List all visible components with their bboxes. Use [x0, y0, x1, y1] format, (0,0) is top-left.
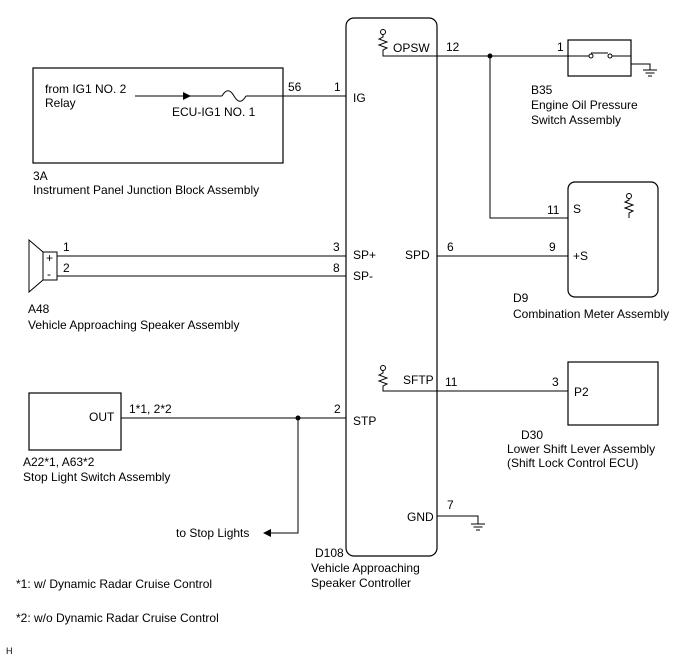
- speaker-pin-plus: 1: [63, 240, 70, 254]
- footnote-2: *2: w/o Dynamic Radar Cruise Control: [16, 611, 219, 625]
- junction-block-box: [32, 67, 284, 164]
- meter-pin-s: 11: [547, 203, 560, 217]
- speaker-plus-sign: +: [46, 251, 53, 265]
- shift-lever-box: [567, 361, 659, 426]
- oil-switch-name-line1: Engine Oil Pressure: [531, 98, 638, 112]
- wire-to-stop-lights: [263, 418, 299, 537]
- junction-source-line1: from IG1 NO. 2: [45, 82, 127, 96]
- pullup-resistor-icon: [377, 29, 437, 57]
- controller-box: [345, 17, 438, 557]
- terminal-stp: STP: [353, 414, 376, 428]
- fuse-icon: [190, 90, 346, 102]
- pullup-resistor-icon: [623, 193, 635, 218]
- footnote-1: *1: w/ Dynamic Radar Cruise Control: [16, 577, 212, 591]
- wire-gnd: [437, 515, 479, 524]
- controller-pin-ig: 1: [334, 80, 341, 94]
- controller-pin-spd: 6: [447, 240, 454, 254]
- controller-pin-sp-plus: 3: [333, 240, 340, 254]
- terminal-opsw: OPSW: [393, 41, 430, 55]
- stop-switch-terminal: OUT: [89, 410, 115, 424]
- controller-name-line2: Speaker Controller: [311, 576, 411, 590]
- terminal-sftp: SFTP: [403, 373, 434, 387]
- ground-icon: [631, 63, 657, 77]
- controller-pin-sp-minus: 8: [333, 261, 340, 275]
- corner-label: H: [6, 646, 13, 656]
- shift-lever-name-line1: Lower Shift Lever Assembly: [507, 442, 655, 456]
- terminal-spd: SPD: [405, 248, 430, 262]
- ground-icon: [471, 523, 485, 531]
- speaker-code: A48: [28, 302, 50, 316]
- oil-switch-name-line2: Switch Assembly: [531, 113, 621, 127]
- shift-lever-name-line2: (Shift Lock Control ECU): [507, 456, 638, 470]
- meter-code: D9: [513, 291, 529, 305]
- pressure-switch-icon: [568, 52, 631, 59]
- stop-light-switch-box: [28, 392, 122, 451]
- stop-switch-code: A22*1, A63*2: [23, 455, 95, 469]
- controller-name-line1: Vehicle Approaching: [311, 561, 420, 575]
- terminal-ig: IG: [353, 91, 366, 105]
- speaker-name: Vehicle Approaching Speaker Assembly: [28, 318, 239, 332]
- stop-switch-pin: 1*1, 2*2: [129, 402, 172, 416]
- speaker-icon: [28, 238, 58, 294]
- speaker-pin-minus: 2: [63, 261, 70, 275]
- oil-switch-code: B35: [531, 83, 553, 97]
- shift-lever-code: D30: [521, 428, 543, 442]
- junction-pin: 56: [288, 80, 302, 94]
- terminal-gnd: GND: [407, 510, 434, 524]
- junction-source-line2: Relay: [45, 96, 76, 110]
- speaker-minus-sign: -: [47, 267, 51, 281]
- meter-name: Combination Meter Assembly: [513, 307, 669, 321]
- terminal-sp-plus: SP+: [353, 248, 376, 262]
- oil-switch-pin: 1: [557, 40, 564, 54]
- pullup-resistor-icon: [377, 365, 437, 392]
- controller-code: D108: [315, 546, 344, 560]
- shift-lever-terminal: P2: [574, 385, 589, 399]
- meter-pin-plus-s: 9: [549, 240, 556, 254]
- junction-block-code: 3A: [33, 169, 48, 183]
- controller-pin-opsw: 12: [446, 40, 460, 54]
- junction-block-name: Instrument Panel Junction Block Assembly: [33, 183, 259, 197]
- fuse-label: ECU-IG1 NO. 1: [172, 105, 256, 119]
- controller-pin-sftp: 11: [445, 375, 458, 389]
- meter-terminal-s: S: [573, 202, 581, 216]
- combination-meter-box: [567, 181, 659, 298]
- shift-lever-pin: 3: [552, 375, 559, 389]
- controller-pin-stp: 2: [334, 402, 341, 416]
- oil-pressure-switch-box: [567, 39, 632, 77]
- stop-switch-name: Stop Light Switch Assembly: [23, 470, 170, 484]
- stop-lights-label: to Stop Lights: [176, 526, 249, 540]
- meter-terminal-plus-s: +S: [573, 249, 588, 263]
- controller-pin-gnd: 7: [447, 498, 454, 512]
- terminal-sp-minus: SP-: [353, 269, 373, 283]
